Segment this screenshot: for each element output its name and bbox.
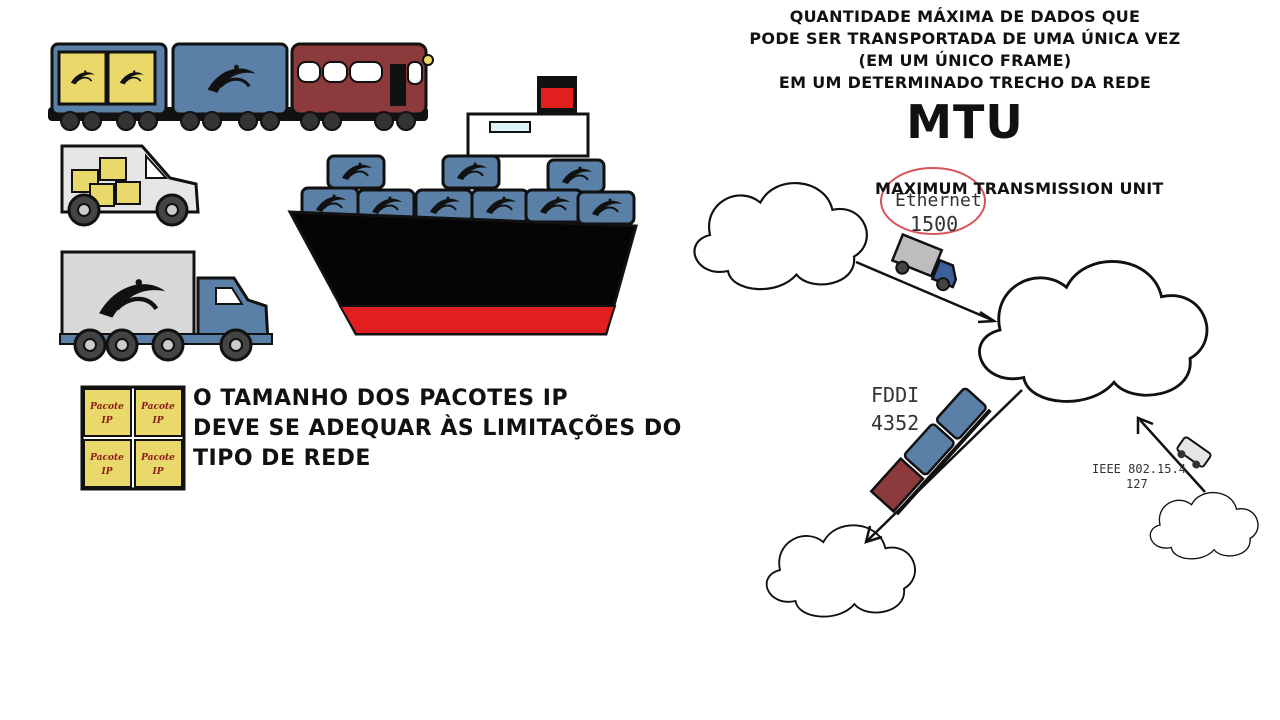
cloud-icon	[765, 524, 916, 618]
definition-text: QUANTIDADE MÁXIMA DE DADOS QUE PODE SER …	[700, 6, 1230, 94]
cloud-icon	[1149, 491, 1259, 560]
ethernet-mtu: 1500	[910, 212, 958, 236]
definition-line-1: QUANTIDADE MÁXIMA DE DADOS QUE	[789, 7, 1141, 26]
packet-label-proto: IP	[101, 416, 113, 426]
packet-label-word: Pacote	[140, 453, 175, 463]
network-diagram: Ethernet 1500 FDDI 4352 IEEE 802.15.4 12…	[693, 167, 1259, 618]
definition-line-2: PODE SER TRANSPORTADA DE UMA ÚNICA VEZ	[749, 29, 1181, 48]
packet-label-proto: IP	[101, 467, 113, 477]
caption-text: O TAMANHO DOS PACOTES IP DEVE SE ADEQUAR…	[193, 384, 682, 474]
ethernet-label: Ethernet	[895, 190, 982, 211]
fddi-label: FDDI	[871, 383, 919, 407]
packet-label-word: Pacote	[89, 402, 124, 412]
packet-label-proto: IP	[152, 467, 164, 477]
packet-label-proto: IP	[152, 416, 164, 426]
definition-line-3: (EM UM ÚNICO FRAME)	[858, 51, 1072, 70]
ieee-label: IEEE 802.15.4	[1092, 462, 1186, 476]
van-icon	[60, 144, 200, 227]
packet-label-word: Pacote	[89, 453, 124, 463]
mtu-expansion: MAXIMUM TRANSMISSION UNIT	[875, 179, 1164, 198]
packet-label-word: Pacote	[140, 402, 175, 412]
definition-line-4: EM UM DETERMINADO TRECHO DA REDE	[778, 73, 1152, 92]
caption-line-2: DEVE SE ADEQUAR ÀS LIMITAÇÕES DO	[193, 416, 682, 441]
caption-line-1: O TAMANHO DOS PACOTES IP	[193, 386, 569, 411]
highlight-circle	[880, 167, 986, 235]
truck-icon	[59, 250, 273, 362]
mtu-title: MTU	[906, 95, 1024, 149]
caption-line-3: TIPO DE REDE	[193, 446, 371, 471]
ieee-mtu: 127	[1126, 477, 1148, 491]
cloud-icon	[693, 181, 868, 291]
cloud-icon	[978, 260, 1209, 403]
fddi-mtu: 4352	[871, 411, 919, 435]
ship-icon	[287, 76, 638, 336]
packet-grid: Pacote IP Pacote IP Pacote IP Pacote IP	[80, 385, 186, 491]
train-icon	[48, 42, 434, 131]
packet-icon	[83, 388, 183, 488]
